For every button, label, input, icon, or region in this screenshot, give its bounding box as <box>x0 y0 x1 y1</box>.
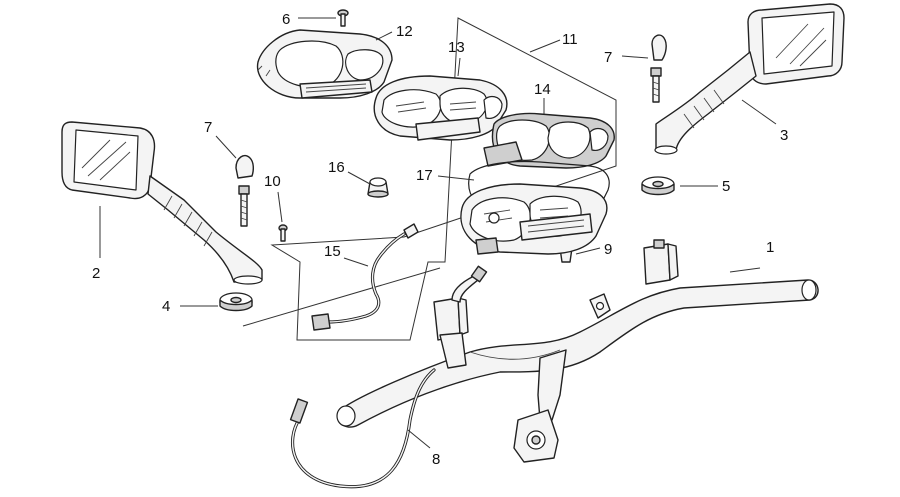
callout-4: 4 <box>162 298 170 315</box>
frame-link-line <box>242 267 441 327</box>
callout-11: 11 <box>562 31 578 48</box>
left-washer <box>219 292 253 312</box>
callout-16: 16 <box>328 159 345 176</box>
callout-labels: 1 2 3 4 5 6 7 7 8 9 10 11 12 13 14 15 16… <box>92 11 788 468</box>
callout-3: 3 <box>780 127 788 144</box>
right-washer <box>641 176 675 196</box>
callout-14: 14 <box>534 81 551 98</box>
callout-7-right: 7 <box>604 49 612 66</box>
instrument-cluster-body <box>460 183 608 255</box>
callout-8: 8 <box>432 451 440 468</box>
instrument-lens <box>373 75 508 141</box>
instrument-bezel <box>483 112 615 169</box>
rubber-mount <box>367 177 389 198</box>
callout-6: 6 <box>282 11 290 28</box>
cover-screw <box>337 9 349 27</box>
left-mirror <box>61 121 263 285</box>
callout-13: 13 <box>448 39 465 56</box>
callout-17: 17 <box>416 167 433 184</box>
callout-15: 15 <box>324 243 341 260</box>
callout-5: 5 <box>722 178 730 195</box>
callout-12: 12 <box>396 23 413 40</box>
outer-cover <box>256 29 393 99</box>
callout-7-left: 7 <box>204 119 212 136</box>
callout-1: 1 <box>766 239 774 256</box>
callout-10: 10 <box>264 173 281 190</box>
callout-2: 2 <box>92 265 100 282</box>
right-mirror <box>654 3 845 155</box>
instrument-group-frame <box>270 17 617 341</box>
handlebar <box>336 239 819 463</box>
left-mirror-cap-and-bolt <box>235 154 255 227</box>
leader-lines <box>99 17 777 449</box>
right-mirror-cap-and-bolt <box>650 34 667 103</box>
throttle-cable <box>289 368 436 489</box>
cluster-screw <box>278 224 288 242</box>
wiring-harness <box>311 223 419 331</box>
callout-9: 9 <box>604 241 612 258</box>
